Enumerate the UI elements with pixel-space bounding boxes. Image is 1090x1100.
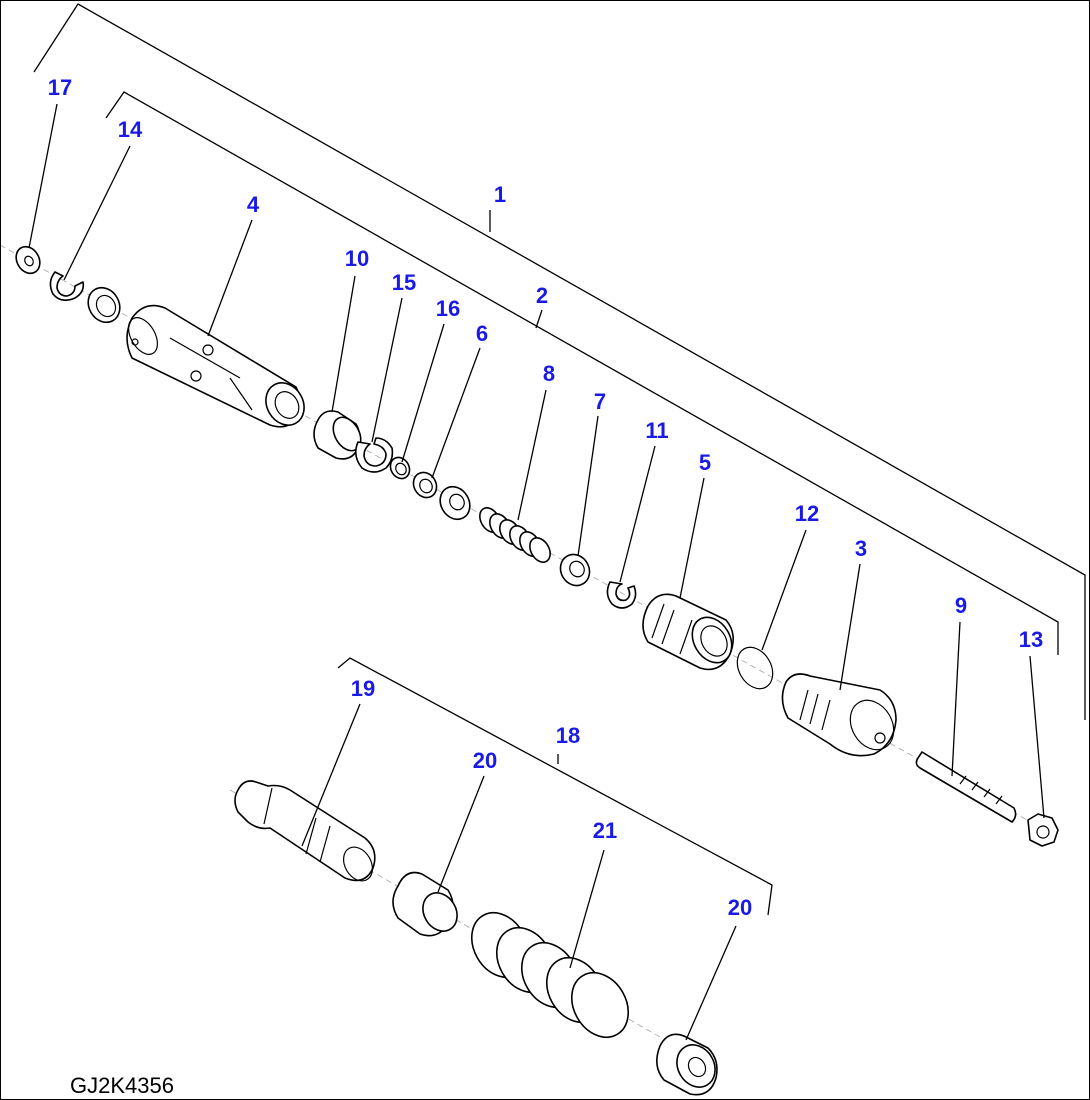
bracket-assembly-1 bbox=[33, 3, 1086, 720]
callout-10[interactable]: 10 bbox=[345, 246, 369, 271]
callout-14[interactable]: 14 bbox=[118, 117, 143, 142]
part-6-retainer[interactable] bbox=[434, 481, 475, 524]
callout-9[interactable]: 9 bbox=[955, 593, 967, 618]
part-20-spring-seat-lower[interactable] bbox=[656, 1033, 723, 1096]
part-5-sleeve[interactable] bbox=[642, 593, 740, 671]
callout-6[interactable]: 6 bbox=[476, 321, 488, 346]
bracket-assembly-18 bbox=[337, 657, 773, 916]
callout-20-lower[interactable]: 20 bbox=[728, 895, 752, 920]
callout-20-upper[interactable]: 20 bbox=[473, 748, 497, 773]
callout-8[interactable]: 8 bbox=[543, 361, 555, 386]
part-7-washer[interactable] bbox=[555, 549, 595, 591]
callout-12[interactable]: 12 bbox=[795, 501, 819, 526]
part-16-ring[interactable] bbox=[387, 454, 414, 482]
callout-3[interactable]: 3 bbox=[855, 536, 867, 561]
part-14-snap-ring[interactable] bbox=[49, 271, 85, 302]
callout-19[interactable]: 19 bbox=[351, 676, 375, 701]
callout-21[interactable]: 21 bbox=[593, 818, 617, 843]
part-20-spring-seat-upper[interactable] bbox=[392, 871, 464, 938]
part-6-ring[interactable] bbox=[409, 468, 441, 502]
part-8-spring[interactable] bbox=[476, 504, 555, 566]
part-10-collar[interactable] bbox=[313, 410, 366, 460]
callout-1[interactable]: 1 bbox=[494, 182, 506, 207]
part-4-sleeve[interactable] bbox=[123, 304, 312, 433]
part-11-snap-ring[interactable] bbox=[606, 581, 637, 609]
callout-13[interactable]: 13 bbox=[1019, 627, 1043, 652]
callout-11[interactable]: 11 bbox=[645, 418, 668, 443]
callout-5[interactable]: 5 bbox=[699, 450, 711, 475]
drawing-code: GJ2K4356 bbox=[70, 1073, 174, 1098]
part-15-snap-ring[interactable] bbox=[354, 437, 394, 473]
callout-4[interactable]: 4 bbox=[247, 192, 260, 217]
callout-15[interactable]: 15 bbox=[392, 270, 416, 295]
part-9-screw[interactable] bbox=[915, 751, 1017, 823]
part-19-spool[interactable] bbox=[234, 780, 378, 886]
bracket-assembly-2 bbox=[105, 91, 1059, 655]
part-14-washer[interactable] bbox=[82, 282, 126, 328]
callout-7[interactable]: 7 bbox=[594, 389, 606, 414]
part-3-plug[interactable] bbox=[781, 673, 902, 758]
part-13-nut[interactable] bbox=[1027, 813, 1059, 847]
callout-16[interactable]: 16 bbox=[436, 296, 460, 321]
callout-18[interactable]: 18 bbox=[556, 723, 580, 748]
callout-2[interactable]: 2 bbox=[536, 283, 548, 308]
part-17-plug[interactable] bbox=[11, 242, 44, 277]
part-12-o-ring[interactable] bbox=[730, 641, 780, 695]
part-21-spring[interactable] bbox=[460, 903, 639, 1048]
callout-17[interactable]: 17 bbox=[48, 75, 72, 100]
leader-lines bbox=[28, 103, 1045, 1041]
